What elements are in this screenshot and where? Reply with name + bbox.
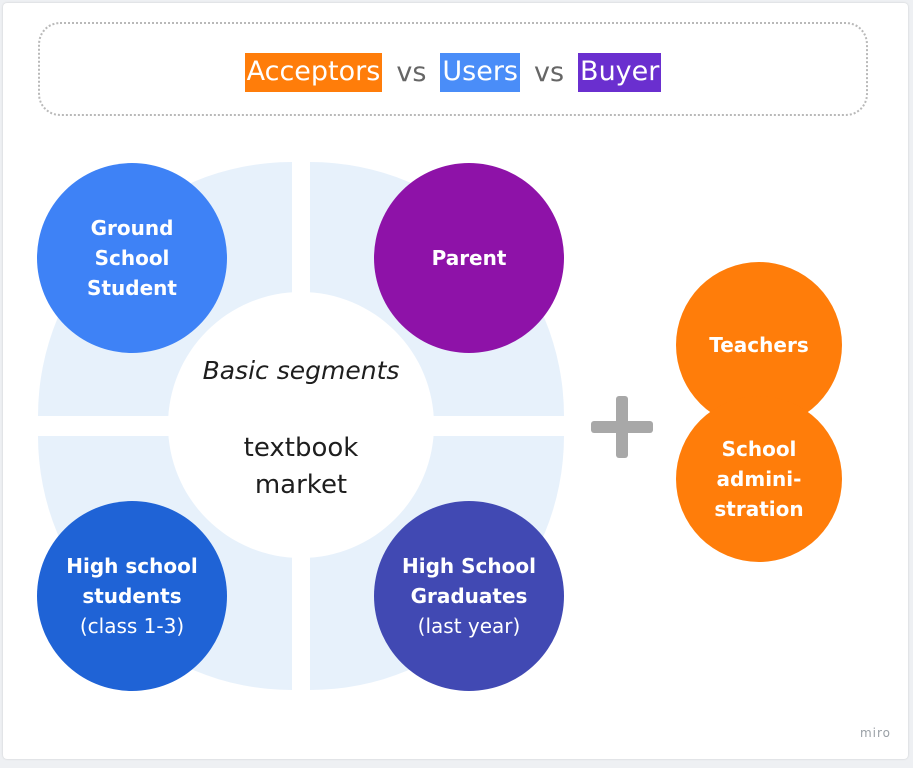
center-circle	[168, 292, 434, 558]
center-subtitle-line-2: market	[254, 470, 348, 500]
segment-label-line: admini-	[716, 467, 802, 491]
buyer-tag: Buyer	[578, 52, 662, 92]
segment-parent: Parent	[374, 163, 564, 353]
segment-label-line: Graduates	[410, 584, 528, 608]
vs-label-1: vs	[396, 56, 427, 88]
acceptors-tag: Acceptors	[244, 52, 383, 92]
segment-label-line: Teachers	[709, 333, 809, 357]
center-title: Basic segments	[202, 356, 400, 385]
plus-icon	[591, 396, 653, 458]
segment-label-line: (class 1-3)	[79, 614, 185, 638]
segment-teachers: Teachers	[676, 262, 842, 428]
vs-label-2: vs	[534, 56, 565, 88]
legend-row: Acceptors vs Users vs Buyer	[40, 52, 866, 92]
center-subtitle: textbook market	[168, 430, 434, 504]
segment-high-school-students: High school students (class 1-3)	[37, 501, 227, 691]
segment-ground-school-student: Ground School Student	[37, 163, 227, 353]
segment-label-line: Student	[87, 276, 177, 300]
segment-label-line: students	[82, 584, 182, 608]
segment-label-line: Ground	[90, 216, 174, 240]
users-tag: Users	[440, 52, 520, 92]
center-subtitle-line-1: textbook	[243, 433, 359, 463]
segment-label-line: School	[721, 437, 797, 461]
segment-label-line: stration	[714, 497, 804, 521]
segment-label-line: School	[94, 246, 170, 270]
segment-school-administration: School admini- stration	[676, 396, 842, 562]
segment-label-line: (last year)	[417, 614, 521, 638]
segment-label-line: High School	[402, 554, 536, 578]
legend-box: Acceptors vs Users vs Buyer	[38, 22, 868, 116]
segment-high-school-graduates: High School Graduates (last year)	[374, 501, 564, 691]
segment-label-line: Parent	[431, 246, 507, 270]
plus-icon-vertical	[616, 396, 628, 458]
miro-watermark: miro	[859, 726, 891, 740]
segment-label-line: High school	[66, 554, 198, 578]
